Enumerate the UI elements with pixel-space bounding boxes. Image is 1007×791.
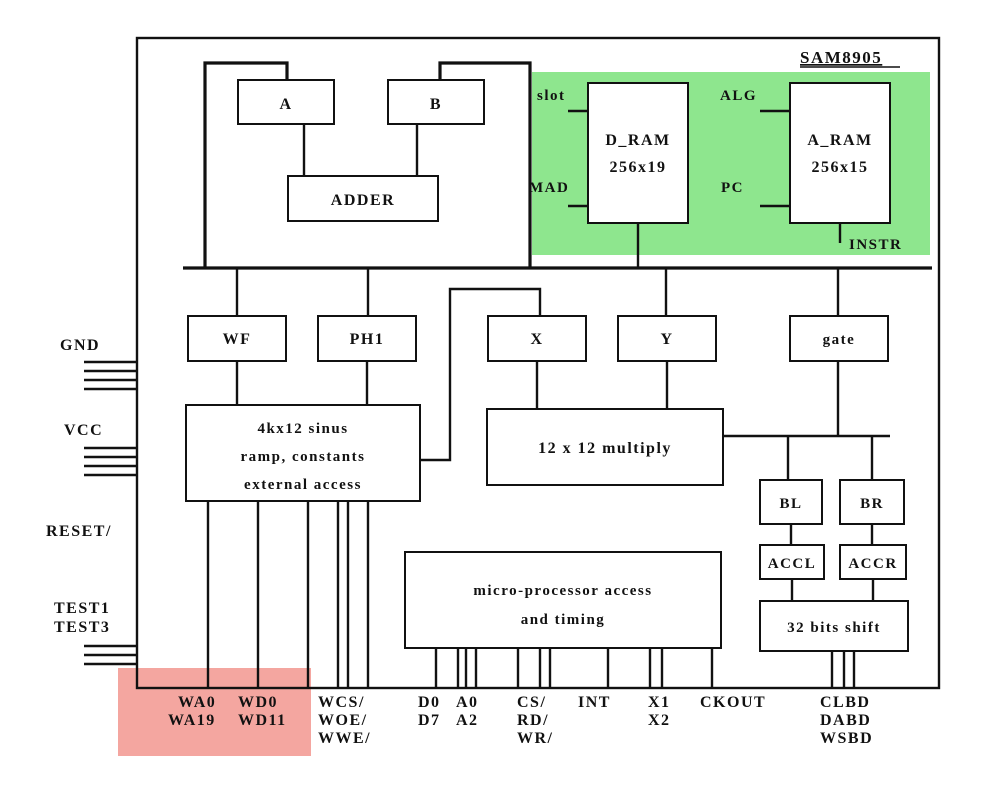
pin-a0: A0 [456,694,479,711]
pin-test3: TEST3 [54,619,110,636]
pin-wd11: WD11 [238,712,287,729]
register-b-label: B [430,96,442,113]
pin-rd: RD/ [517,712,549,729]
a-ram-size: 256x15 [812,159,869,176]
x-label: X [530,331,543,348]
adder-label: ADDER [331,192,395,209]
mpu-label-line2: and timing [521,612,606,628]
pin-int: INT [578,694,611,711]
gate [789,315,889,362]
mpu-pin-wires [434,648,714,688]
d-ram [587,82,689,224]
d-ram-mad-input: MAD [529,180,569,196]
wire-rom-to-x [420,287,542,462]
pin-d7: D7 [418,712,441,729]
wf-label: WF [223,331,252,348]
br-label: BR [860,496,884,512]
y-label: Y [660,331,673,348]
pin-wwe: WWE/ [318,730,371,747]
pin-wa19: WA19 [168,712,216,729]
pin-reset: RESET/ [46,523,112,540]
pin-x1: X1 [648,694,671,711]
multiplier-label: 12 x 12 multiply [538,440,672,457]
a-ram-pc-input: PC [721,180,744,196]
red-highlight-region [118,668,311,756]
d-ram-title: D_RAM [605,132,670,149]
pin-woe: WOE/ [318,712,368,729]
phi-label: PH1 [350,331,385,348]
pin-x2: X2 [648,712,671,729]
adder [287,175,439,222]
pin-ckout: CKOUT [700,694,766,711]
register-b [387,79,485,125]
serial-pin-wires [830,651,856,688]
accl-label: ACCL [768,556,817,572]
pin-clbd: CLBD [820,694,870,711]
shift-register [759,600,909,652]
pin-test1: TEST1 [54,600,110,617]
shift-label: 32 bits shift [787,620,881,636]
gate-label: gate [823,332,856,348]
pin-d0: D0 [418,694,441,711]
d-ram-slot-input: slot [537,88,566,104]
pin-dabd: DABD [820,712,871,729]
chip-name: SAM8905 [800,48,882,67]
pin-wa0: WA0 [178,694,216,711]
adder-loop-left [203,61,289,268]
a-ram-alg-input: ALG [720,88,757,104]
adder-loop-right [438,61,532,268]
a-ram-title: A_RAM [807,132,872,149]
rom-label-line3: external access [244,477,362,493]
a-ram-instr-output: INSTR [849,237,902,253]
left-pin-lines [84,360,137,666]
pin-wd0: WD0 [238,694,278,711]
pin-a2: A2 [456,712,479,729]
pin-wcs: WCS/ [318,694,365,711]
bl-register [759,479,823,525]
waveform-rom [185,404,421,502]
register-a-label: A [279,96,292,113]
rom-label-line2: ramp, constants [240,449,365,465]
pin-wr: WR/ [517,730,554,747]
x-register [487,315,587,362]
d-ram-size: 256x19 [610,159,667,176]
wf-register [187,315,287,362]
pin-cs: CS/ [517,694,546,711]
pin-vcc: VCC [64,422,103,439]
register-a [237,79,335,125]
rom-label-line1: 4kx12 sinus [257,421,348,437]
a-ram [789,82,891,224]
pin-gnd: GND [60,337,100,354]
pin-wsbd: WSBD [820,730,873,747]
mpu-label-line1: micro-processor access [473,583,652,599]
phi-register [317,315,417,362]
accr-label: ACCR [848,556,897,572]
multiplier [486,408,724,486]
memory-pin-wires [206,501,370,688]
bl-label: BL [779,496,802,512]
mpu-interface [404,551,722,649]
